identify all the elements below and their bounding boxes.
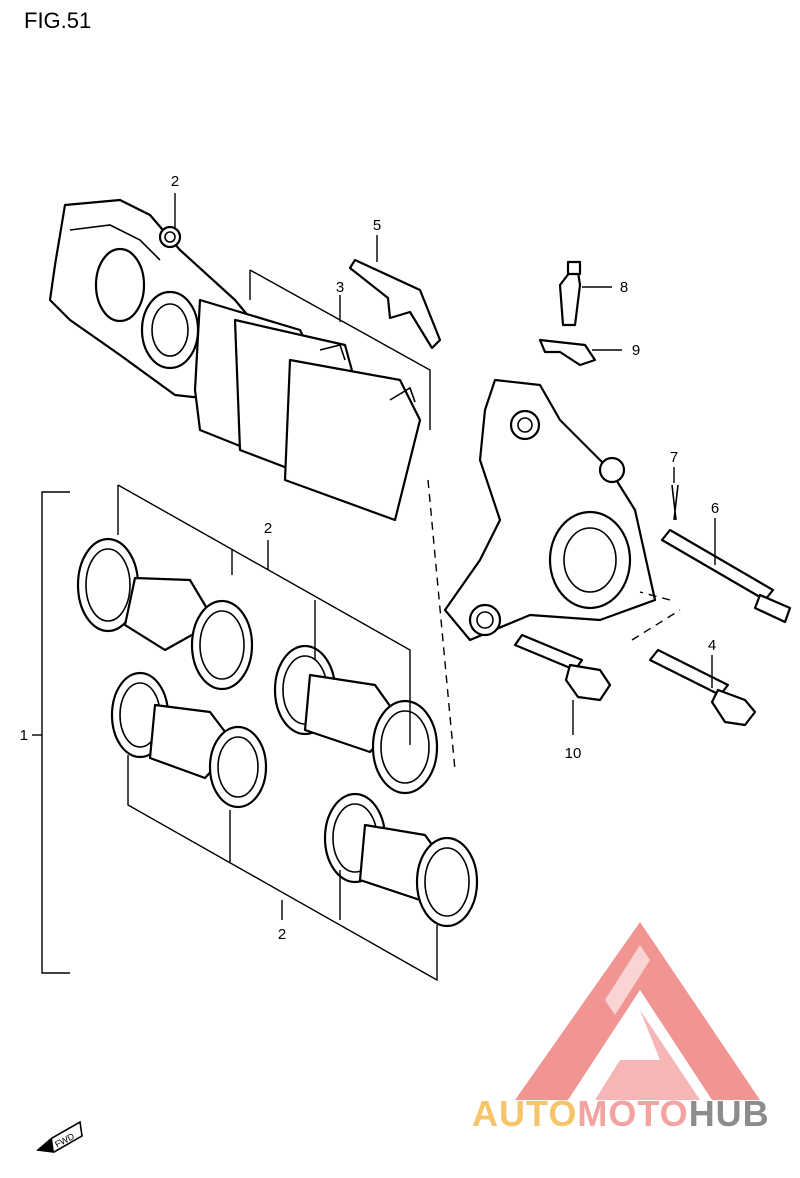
- leader-part-2-top: [117, 484, 411, 745]
- watermark-logo: [515, 922, 760, 1100]
- watermark-auto: AUTO: [472, 1093, 577, 1134]
- bleeder-cap: [538, 338, 597, 367]
- callout-2-bottom: 2: [278, 926, 286, 943]
- fwd-arrow-icon: FWD: [36, 1120, 83, 1153]
- pad-spring: [348, 258, 442, 350]
- figure-title: FIG.51: [24, 8, 92, 33]
- mounting-bolt-10: [513, 633, 612, 702]
- piston-seal-group-lower-left: [110, 671, 268, 809]
- callout-5: 5: [373, 217, 381, 234]
- watermark-text: AUTOMOTOHUB: [472, 1093, 770, 1134]
- brake-pad-set: [193, 298, 422, 522]
- callout-2-top: 2: [171, 173, 179, 190]
- callout-3: 3: [336, 279, 344, 296]
- mounting-bolt-4: [648, 648, 757, 727]
- callout-8: 8: [620, 279, 628, 296]
- callout-2-mid: 2: [264, 520, 272, 537]
- callout-1: 1: [20, 727, 28, 744]
- callout-6: 6: [711, 500, 719, 517]
- bleeder-valve: [558, 260, 582, 327]
- callout-9: 9: [632, 342, 640, 359]
- piston-seal-group-top: [76, 537, 254, 691]
- caliper-half-right: [443, 378, 657, 642]
- pin-clip: [671, 484, 679, 521]
- bracket-part-1: [41, 491, 70, 974]
- leader-part-2-bottom: [127, 755, 438, 982]
- piston-seal-group-bottom: [323, 792, 479, 928]
- piston-seal-group-mid: [273, 644, 439, 795]
- callout-4: 4: [708, 637, 716, 654]
- callout-7: 7: [670, 449, 678, 466]
- pad-pin: [660, 528, 792, 624]
- watermark-hub: HUB: [689, 1093, 770, 1134]
- watermark-moto: MOTO: [577, 1093, 688, 1134]
- callout-10: 10: [565, 745, 582, 762]
